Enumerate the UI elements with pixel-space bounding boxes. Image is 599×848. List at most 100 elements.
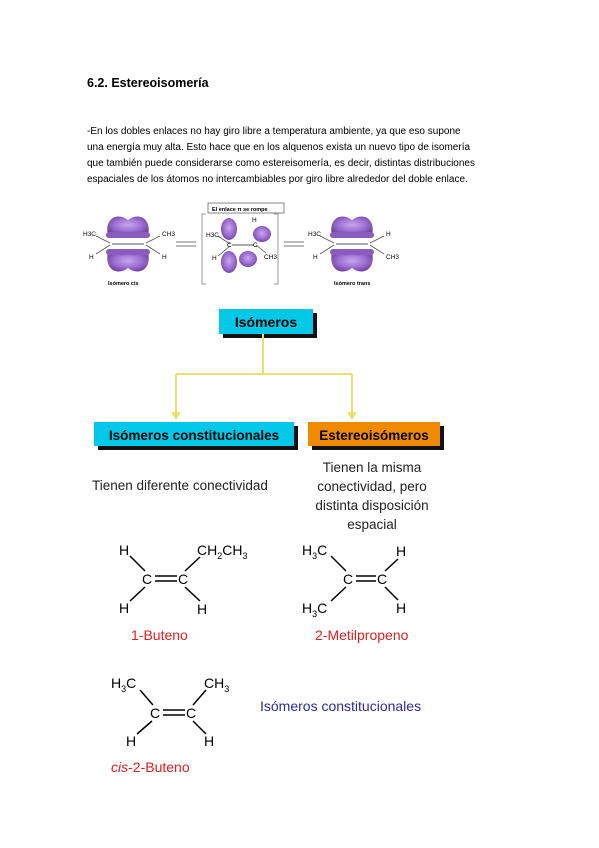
atom-label: H (126, 733, 136, 749)
pi-band (106, 249, 150, 255)
atom-label: H (119, 542, 129, 558)
pi-lobe-top (107, 216, 149, 235)
bracket-left (201, 213, 206, 285)
atom-label: C (142, 571, 152, 587)
pi-lobe-bottom (107, 252, 149, 272)
pi-band (330, 249, 374, 255)
paragraph-line: espaciales de los átomos no intercambiab… (87, 174, 468, 185)
atom-label: H3C (308, 231, 321, 238)
atom-label: CH3 (264, 254, 277, 261)
pi-band (330, 232, 374, 238)
paragraph-line: -En los dobles enlaces no hay giro libre… (87, 126, 461, 137)
bond-line (369, 244, 385, 255)
transition-orbital: H3C H C C CH3 H (206, 217, 277, 273)
atom-label: H (396, 600, 406, 616)
atom-label: C (343, 571, 353, 587)
paragraph-line: que también puede considerarse como este… (87, 158, 475, 169)
bond-line (330, 586, 347, 602)
bond-line (145, 244, 161, 255)
substituent-label: H3C (302, 542, 327, 561)
bond-line (129, 586, 146, 602)
atom-label: C (178, 571, 188, 587)
atom-label: C (227, 242, 232, 249)
atom-label: H (313, 254, 318, 261)
bond-line (217, 235, 231, 245)
atom-label: C (186, 705, 196, 721)
bond-line (184, 586, 201, 602)
connector-arrowhead (171, 412, 181, 420)
bond-line (192, 689, 207, 706)
p-orbital-lobe (221, 251, 237, 273)
stereo-description-line: Tienen la misma (323, 460, 422, 475)
connector-arrowhead (347, 412, 357, 420)
bond-line (217, 245, 231, 257)
trans-orbital-molecule: H3C H H CH3 Isómero trans (308, 216, 399, 287)
molecule-name: cis-2-Buteno (111, 759, 190, 775)
stereo-description-line: espacial (347, 517, 397, 532)
substituent-label: H3C (302, 600, 327, 619)
constitutional-label: Isómeros constitucionales (109, 428, 279, 443)
p-orbital-lobe (239, 251, 257, 267)
bracket-right (274, 213, 279, 285)
bond-line (129, 555, 146, 572)
bond-line (255, 244, 267, 254)
atom-label: H (204, 733, 214, 749)
break-caption-box (207, 202, 285, 214)
bond-line (330, 555, 347, 572)
bond-line (145, 235, 161, 244)
atom-label: H (119, 600, 129, 616)
atom-label: C (377, 571, 387, 587)
bond-line (184, 556, 201, 572)
intro-paragraph: -En los dobles enlaces no hay giro libre… (87, 124, 527, 188)
atom-label: H (396, 543, 406, 559)
cis-orbital-molecule: H3C H CH3 H Isómero cis (83, 216, 175, 287)
stereo-box (308, 422, 440, 446)
substituent-label: H3C (111, 675, 136, 694)
bond-line (319, 244, 335, 255)
atom-label: C (150, 705, 160, 721)
atom-label: H (162, 254, 167, 261)
p-orbital-lobe (221, 218, 237, 240)
pi-lobe-top (331, 216, 373, 235)
bond-line (369, 235, 385, 244)
molecule-name: 1-Buteno (131, 627, 188, 643)
cis-caption: Isómero cis (108, 281, 139, 287)
atom-label: CH3 (162, 231, 175, 238)
bond-line (384, 586, 399, 601)
section-heading: 6.2. Estereoisomería (87, 76, 209, 90)
atom-label: H (386, 231, 391, 238)
bond-line (95, 244, 111, 255)
atom-label: H (252, 217, 257, 224)
root-label: Isómeros (235, 314, 297, 330)
break-caption: El enlace π se rompe (212, 207, 268, 213)
atom-label: H (89, 254, 94, 261)
molecule-cis-2-butene: H3C CH3 C C H H cis-2-Buteno (111, 675, 229, 775)
atom-label: H (197, 601, 207, 617)
paragraph-line: una energía muy alta. Esto hace que en l… (87, 142, 471, 153)
isomer-diagram: Isómeros Isómeros constitucionales Ester… (92, 309, 444, 532)
substituent-label: CH3 (204, 675, 229, 694)
stereo-description-line: distinta disposición (315, 498, 428, 513)
molecule-1-butene: H H C C H CH2CH3 1-Buteno (119, 542, 248, 643)
constitutional-isomers-label: Isómeros constitucionales (260, 698, 421, 714)
bond-line (136, 720, 153, 735)
root-box (219, 309, 313, 334)
molecule-2-methylpropene: H3C H3C C C H H 2-Metilpropeno (302, 542, 409, 643)
pi-band (106, 232, 150, 238)
p-orbital-lobe (253, 226, 271, 242)
atom-label: H3C (206, 232, 219, 239)
substituent-label: CH2CH3 (197, 542, 248, 561)
stereo-description-line: conectividad, pero (317, 479, 427, 494)
atom-label: H3C (83, 231, 96, 238)
stereo-label: Estereoisómeros (319, 428, 429, 443)
molecule-name: 2-Metilpropeno (315, 627, 409, 643)
constitutional-description: Tienen diferente conectividad (92, 478, 268, 493)
atom-label: CH3 (386, 254, 399, 261)
atom-label: H (212, 255, 217, 262)
atom-label: C (253, 242, 258, 249)
bond-line (192, 720, 207, 735)
bond-line (95, 235, 111, 244)
constitutional-box (94, 422, 294, 446)
bond-line (384, 558, 399, 572)
